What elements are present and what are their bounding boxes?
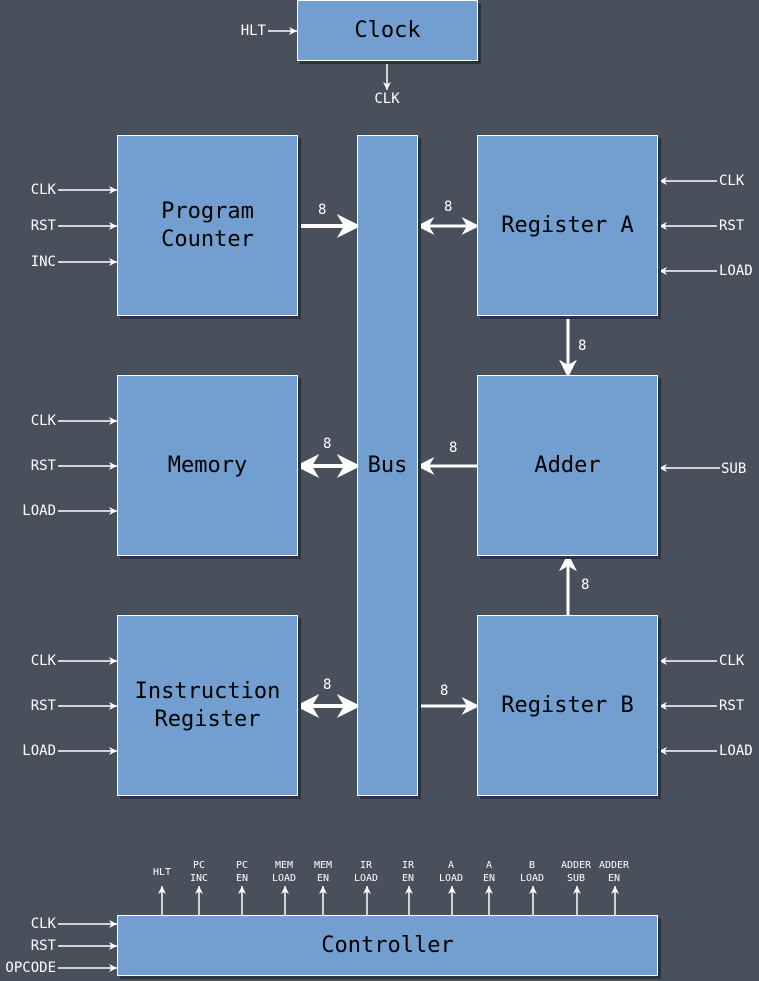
- adder-block: Adder: [477, 375, 658, 556]
- bus-width-bus-to-register-b: 8: [440, 683, 449, 699]
- signal-label-pc-inc: INC: [30, 254, 56, 270]
- signal-label-ir-load: LOAD: [22, 743, 56, 759]
- signal-label-clock-clk: CLK: [374, 91, 400, 107]
- clock-label: Clock: [354, 17, 421, 43]
- clock-block: Clock: [297, 0, 478, 61]
- ctrl-out-label-a-en: A EN: [482, 860, 496, 884]
- register-b-label: Register B: [501, 692, 634, 718]
- ctrl-out-label-mem-en: MEM EN: [313, 860, 333, 884]
- signal-label-mem-rst: RST: [30, 458, 56, 474]
- ctrl-out-label-pc-inc: PC INC: [189, 860, 209, 884]
- signal-label-ir-clk: CLK: [30, 653, 56, 669]
- controller-label: Controller: [321, 932, 454, 958]
- signal-label-pc-rst: RST: [30, 218, 56, 234]
- bus-width-register-a-to-adder: 8: [578, 338, 587, 354]
- signal-label-ra-clk: CLK: [719, 173, 745, 189]
- bus-width-ir-bus: 8: [323, 677, 332, 693]
- signal-label-rb-rst: RST: [719, 698, 745, 714]
- instruction-register-label: Instruction Register: [134, 678, 281, 732]
- ctrl-out-label-ir-load: IR LOAD: [353, 860, 379, 884]
- program-counter-label: Program Counter: [161, 198, 254, 252]
- ctrl-out-label-adder-sub: ADDER SUB: [560, 860, 592, 884]
- signal-label-rb-clk: CLK: [719, 653, 745, 669]
- signal-label-ctrl-rst: RST: [30, 938, 56, 954]
- signal-label-mem-load: LOAD: [22, 503, 56, 519]
- signal-label-ir-rst: RST: [30, 698, 56, 714]
- memory-label: Memory: [167, 452, 248, 478]
- ctrl-out-label-a-load: A LOAD: [438, 860, 464, 884]
- bus-block: Bus: [357, 135, 418, 796]
- signal-label-clock-hlt: HLT: [240, 23, 266, 39]
- register-b-block: Register B: [477, 615, 658, 796]
- signal-label-ctrl-clk: CLK: [30, 916, 56, 932]
- signal-label-ctrl-opcode: OPCODE: [5, 960, 56, 976]
- bus-label: Bus: [367, 452, 408, 478]
- controller-block: Controller: [117, 915, 658, 976]
- signal-label-rb-load: LOAD: [719, 743, 753, 759]
- ctrl-out-label-mem-load: MEM LOAD: [271, 860, 297, 884]
- register-a-label: Register A: [501, 212, 634, 238]
- ctrl-out-label-adder-en: ADDER EN: [598, 860, 630, 884]
- bus-width-bus-register-a: 8: [444, 199, 453, 215]
- signal-label-ra-rst: RST: [719, 218, 745, 234]
- bus-width-pc-to-bus: 8: [318, 202, 327, 218]
- signal-label-pc-clk: CLK: [30, 182, 56, 198]
- instruction-register-block: Instruction Register: [117, 615, 298, 796]
- memory-block: Memory: [117, 375, 298, 556]
- ctrl-out-label-ir-en: IR EN: [401, 860, 415, 884]
- signal-label-mem-clk: CLK: [30, 413, 56, 429]
- bus-width-adder-to-bus: 8: [449, 440, 458, 456]
- bus-width-memory-bus: 8: [323, 436, 332, 452]
- ctrl-out-label-hlt: HLT: [152, 867, 172, 878]
- adder-label: Adder: [534, 452, 601, 478]
- bus-width-register-b-to-adder: 8: [581, 577, 590, 593]
- ctrl-out-label-pc-en: PC EN: [235, 860, 249, 884]
- register-a-block: Register A: [477, 135, 658, 316]
- ctrl-out-label-b-load: B LOAD: [519, 860, 545, 884]
- signal-label-adder-sub: SUB: [721, 461, 747, 477]
- program-counter-block: Program Counter: [117, 135, 298, 316]
- signal-label-ra-load: LOAD: [719, 263, 753, 279]
